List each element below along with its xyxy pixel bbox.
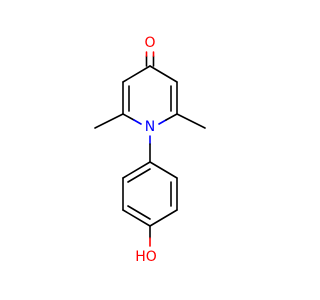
n-c6-bond-black [165,113,178,121]
ph-c4-c5 [122,209,151,227]
pyridinone-ring [94,51,206,129]
c6-methyl-bond [176,113,206,129]
c2-n-bond-blue [133,119,142,125]
ph-c6-c1-inner [127,168,151,183]
ph-c6-c1 [122,161,151,179]
ph-c4-c5-inner [127,205,151,220]
carbonyl-oxygen-label: O [144,35,155,51]
molecule-structure-diagram: O N HO [94,35,206,265]
c4-c3-bond [122,65,151,83]
n-c6-bond-blue [158,119,167,125]
ring-nitrogen-label: N [145,119,155,135]
c2-methyl-bond [94,113,124,129]
ph-c3-c4 [149,209,178,227]
ph-c1-c2 [149,161,178,179]
c5-c4-bond [149,65,178,83]
hydroxyl-label: HO [135,249,157,265]
c2-n-bond-black [122,113,135,121]
phenol-ring [122,161,178,227]
